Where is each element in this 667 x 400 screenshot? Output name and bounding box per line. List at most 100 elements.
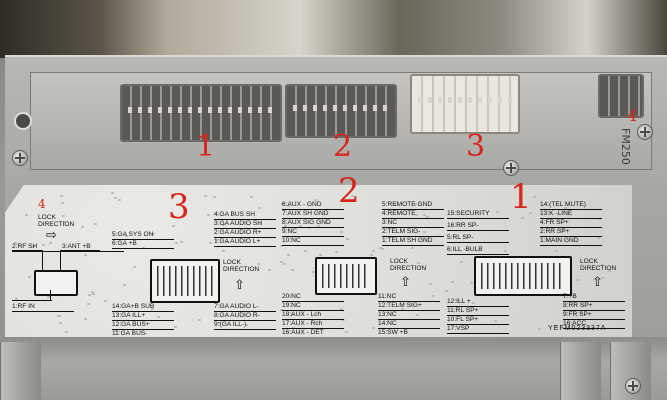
pin-label: 2:RR SP+ [540,228,570,235]
pin-label: 20:NC [282,293,301,300]
leader-line [112,328,174,330]
leader-line [378,336,440,338]
screw-icon [12,150,28,166]
leader-line [563,300,625,302]
leader-line [447,323,509,325]
leader-line [214,245,276,247]
leader-line [447,305,509,307]
lock-direction-label: LOCK DIRECTION [580,258,617,272]
leader-line [214,218,276,220]
screw-icon [503,160,519,176]
diagram-label-1: 1 [510,177,532,217]
pin-label: 8:AUX SIG GND [282,219,331,226]
leader-line [563,327,625,329]
leader-line [447,253,509,255]
leader-line [378,300,440,302]
leader-line [214,319,276,321]
leader-line [112,310,174,312]
pin-label: 10:FL SP+ [447,316,479,323]
pin-label: 9:NC [282,228,298,235]
leader-line [540,244,602,246]
connector-3-diagram [150,259,220,303]
pin-label: 16:AUX - DET [282,329,324,336]
arrow-up-icon: ⇧ [592,275,603,290]
leader-line [62,250,124,252]
leader-line [378,318,440,320]
pin-label: 16:RR SP- [447,222,479,229]
leader-line [214,328,276,330]
diagram-label-2: 2 [338,171,360,211]
pin-label: 4:REMOTE [382,210,416,217]
pin-label: 16:ACC [563,320,587,327]
pin-label: 14:(TEL MUTE) [540,201,586,208]
pin-label: 3:GA AUDIO SH [214,220,263,227]
pin-label: 3:ANT +B [62,243,91,250]
pin-label: 13:K -LINE [540,210,573,217]
photo-label-3: 3 [466,129,486,164]
leader-line [112,247,174,249]
pin-label: 4:GA BUS SH [214,211,256,218]
connector-1-diagram [474,256,572,296]
leader-line [447,217,509,219]
diagram-label-4: 4 [38,197,46,211]
pin-label: 1:TELM SH GND [382,237,433,244]
pin-label: 1:RF IN [12,303,35,310]
leader-line [282,226,344,228]
pin-label: 3:NC [382,219,398,226]
leader-line [282,309,344,311]
socket-1 [120,84,282,142]
leader-line [282,208,344,210]
leader-line [282,217,344,219]
leader-line [540,217,602,219]
pin-label: 2:GA AUDIO R+ [214,229,262,236]
connector-4-diagram [34,270,78,296]
pin-label: 6:AUX - GND [282,201,322,208]
arrow-up-icon: ⇧ [234,278,245,293]
side-marking: FM250 [619,128,632,165]
chassis-bottom [5,337,667,400]
pin-label: 5:REMOTE GND [382,201,433,208]
leader-line [382,244,444,246]
leader-line [540,235,602,237]
pin-label: 14:GA+B SUB [112,303,155,310]
leader-line [282,318,344,320]
pin-label: 7:GA AUDIO L- [214,303,259,310]
pin-label: 6:ILL -BULB [447,246,483,253]
pin-label: 13:GA ILL+ [112,312,146,319]
pin-label: 12:ILL + [447,298,471,305]
screw-icon [637,124,653,140]
pin-label: 10:NC [282,237,301,244]
lock-direction-label: LOCK DIRECTION [390,258,427,272]
leader-line [282,336,344,338]
leader-line [540,208,602,210]
diagram-label-3: 3 [168,187,190,227]
pin-label: 12:GA BUS+ [112,321,150,328]
leader-line [447,241,509,243]
photo-label-2: 2 [333,129,353,164]
leader-line [563,318,625,320]
leader-line [282,235,344,237]
pin-label: 11:NC [378,293,397,300]
pin-label: 11:RL SP+ [447,307,479,314]
socket-3 [410,74,520,134]
leader-line [12,250,74,252]
pin-label: 17:AUX - Rch [282,320,323,327]
pin-label: 9:FR SP+ [563,311,592,318]
pin-label: 8:GA AUDIO R- [214,312,260,319]
pin-label: 15:SECURITY [447,210,490,217]
pin-label: 6:GA +B [112,240,137,247]
pin-label: 7:AUX SH GND [282,210,329,217]
leader-line [282,300,344,302]
leader-line [447,314,509,316]
arrow-up-icon: ⇧ [400,275,411,290]
leader-line [540,226,602,228]
leader-line [112,238,174,240]
leader-line [112,319,174,321]
mount-hole [14,112,32,130]
leader-line [282,327,344,329]
pin-label: 9:(GA ILL-) [214,321,247,328]
pin-label: 1:MAIN GND [540,237,579,244]
pin-label: 5:RL SP- [447,234,474,241]
leader-line [382,217,444,219]
